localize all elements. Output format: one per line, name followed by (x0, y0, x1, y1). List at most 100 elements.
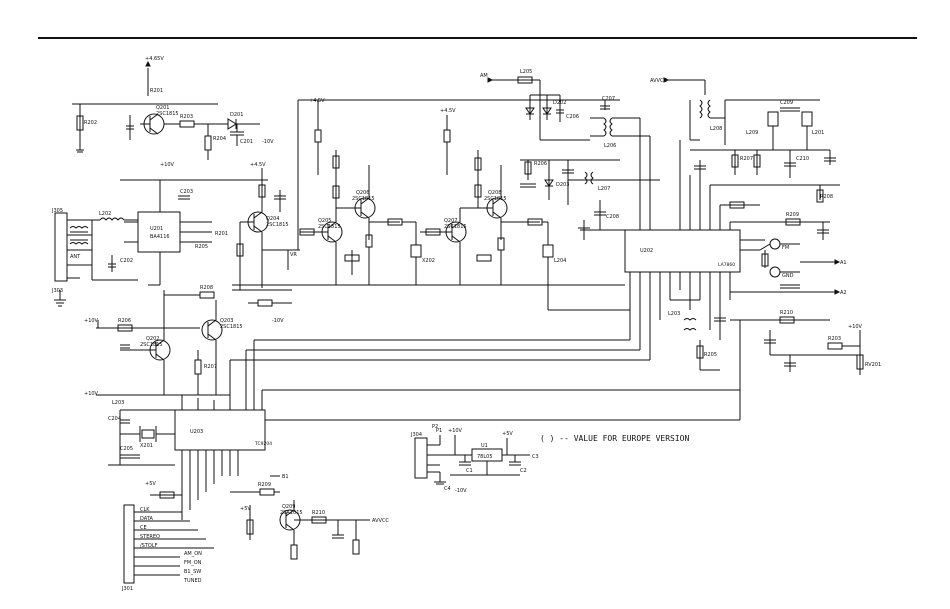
resistor-label-14: R208 (820, 194, 833, 200)
transistor-part-q208: 2SC1815 (484, 196, 507, 202)
am-input-label: AM (480, 73, 488, 79)
regulator-section (414, 435, 530, 485)
bus-jack-label: J301 (121, 586, 133, 592)
ic-part-u201: BA4116 (150, 234, 170, 240)
transistor-label-q204: Q204 (266, 216, 279, 222)
coil-label-8: L201 (812, 130, 824, 136)
coil-label-5: L207 (598, 186, 610, 192)
coil-label-9: L203 (668, 311, 680, 317)
if-amplifier-section (232, 99, 630, 311)
audio-preamp-section (96, 290, 230, 396)
bus-line-1: DATA (140, 516, 153, 522)
transistor-part-q202: 2SC1815 (140, 342, 163, 348)
resistor-label-18: R205 (704, 352, 717, 358)
bus-line-4: /STOLF (140, 543, 158, 549)
rail-label-3: +10V (160, 162, 175, 168)
avcc-input-label: AVVCC (650, 78, 667, 84)
transistor-label-q209: Q209 (282, 504, 295, 510)
resistor-label-10: R210 (312, 510, 325, 516)
regulator-neg-rail: -10V (455, 488, 467, 494)
rail-label-7: +4.5V (309, 98, 325, 104)
transistor-label-q203: Q203 (220, 318, 233, 324)
diode-label-3: D203 (556, 182, 569, 188)
cap-label-6: C206 (566, 114, 579, 120)
rail-label-1: +4.65V (145, 56, 164, 62)
transistor-label-q205: Q205 (318, 218, 331, 224)
regulator-jack-label: J304 (410, 432, 422, 438)
main-ic-u202 (620, 229, 765, 360)
cap-label-1: C201 (240, 139, 253, 145)
resistor-label-3: R203 (180, 114, 193, 120)
transistor-part-q204: 2SC1815 (266, 222, 289, 228)
resistor-label-13: R207 (740, 156, 753, 162)
cap-label-9: C209 (780, 100, 793, 106)
output-a1: A1 (840, 260, 847, 266)
transistor-label-q201: Q201 (156, 105, 169, 111)
transistor-part-q209: 2SA1015 (280, 510, 303, 516)
fm-detector-section (487, 76, 660, 240)
cap-label-2: C202 (120, 258, 133, 264)
rail-label-11: +10V (848, 324, 863, 330)
regulator-p1: P1 (436, 428, 442, 434)
resistor-label-6: R206 (118, 318, 131, 324)
ic-part-u203: TC9204 (254, 441, 272, 447)
resistor-label-12: R206 (534, 161, 547, 167)
ic-part-u202: LA7860 (718, 262, 735, 268)
regulator-part: 78L05 (477, 454, 493, 460)
bus-right-1: FM_ON (184, 560, 202, 566)
rail-label-4: +10V (84, 318, 99, 324)
bus-line-3: STEREO (140, 534, 160, 540)
resistor-label-2: R202 (84, 120, 97, 126)
europe-version-note: ( ) -- VALUE FOR EUROPE VERSION (540, 434, 689, 443)
pll-ic-u203 (108, 339, 740, 520)
regulator-out-rail: +5V (502, 431, 513, 437)
rail-label-9: +4.5V (250, 162, 266, 168)
am-coil-section (663, 77, 840, 240)
coil-label: L202 (99, 211, 111, 217)
regulator-c4: C4 (444, 486, 451, 492)
jack-label: J305 (51, 208, 63, 214)
regulator-c3: C3 (532, 454, 539, 460)
coil-label-6: L208 (710, 126, 722, 132)
resistor-label-4: R204 (213, 136, 226, 142)
rail-label-6: +5V (240, 506, 251, 512)
pot-label: RV201 (865, 362, 881, 368)
b1-label: B1 (282, 474, 289, 480)
cap-label-8: C208 (606, 214, 619, 220)
resistor-label-11: R201 (215, 231, 228, 237)
crystal-label: X201 (140, 443, 153, 449)
bus-right-3: TUNED (183, 578, 202, 584)
mute-output-label: AVVCC (372, 518, 389, 524)
ic-label-u201: U201 (150, 226, 163, 232)
diode-label-1: D201 (230, 112, 243, 118)
cap-label-10: C210 (796, 156, 809, 162)
vr-label: VR (290, 252, 297, 258)
cap-label-3: C203 (180, 189, 193, 195)
bus-right-2: B1_SW (184, 569, 201, 575)
jack-label-2: J303 (51, 288, 63, 294)
coil-label-3: L205 (520, 69, 532, 75)
resistor-label-16: R210 (780, 310, 793, 316)
antenna-input-section (54, 212, 138, 307)
resistor-label-9: R209 (258, 482, 271, 488)
regulator-rail: +10V (448, 428, 463, 434)
bus-line-2: CE (140, 525, 147, 531)
bus-right-0: AM_ON (184, 551, 202, 557)
rail-label-8: +4.5V (440, 108, 456, 114)
filter-label-1: X202 (422, 258, 435, 264)
frontend-ic-u201 (108, 180, 212, 286)
cap-label-5: C205 (120, 446, 133, 452)
transistor-part-q203: 2SC1815 (220, 324, 243, 330)
diode-label-2: D202 (553, 100, 566, 106)
bus-line-0: CLK (140, 507, 150, 513)
coil-label-2: L203 (112, 400, 124, 406)
ic-label-u203: U203 (190, 429, 203, 435)
resistor-label-1: R201 (150, 88, 163, 94)
gnd-label: GND (782, 273, 794, 279)
bus-rail-label: +5V (145, 481, 156, 487)
resistor-label-8: R208 (200, 285, 213, 291)
rail-label-10: -10V (272, 318, 284, 324)
regulator-c1: C1 (466, 468, 473, 474)
fm-jack-label: FM (782, 245, 789, 251)
